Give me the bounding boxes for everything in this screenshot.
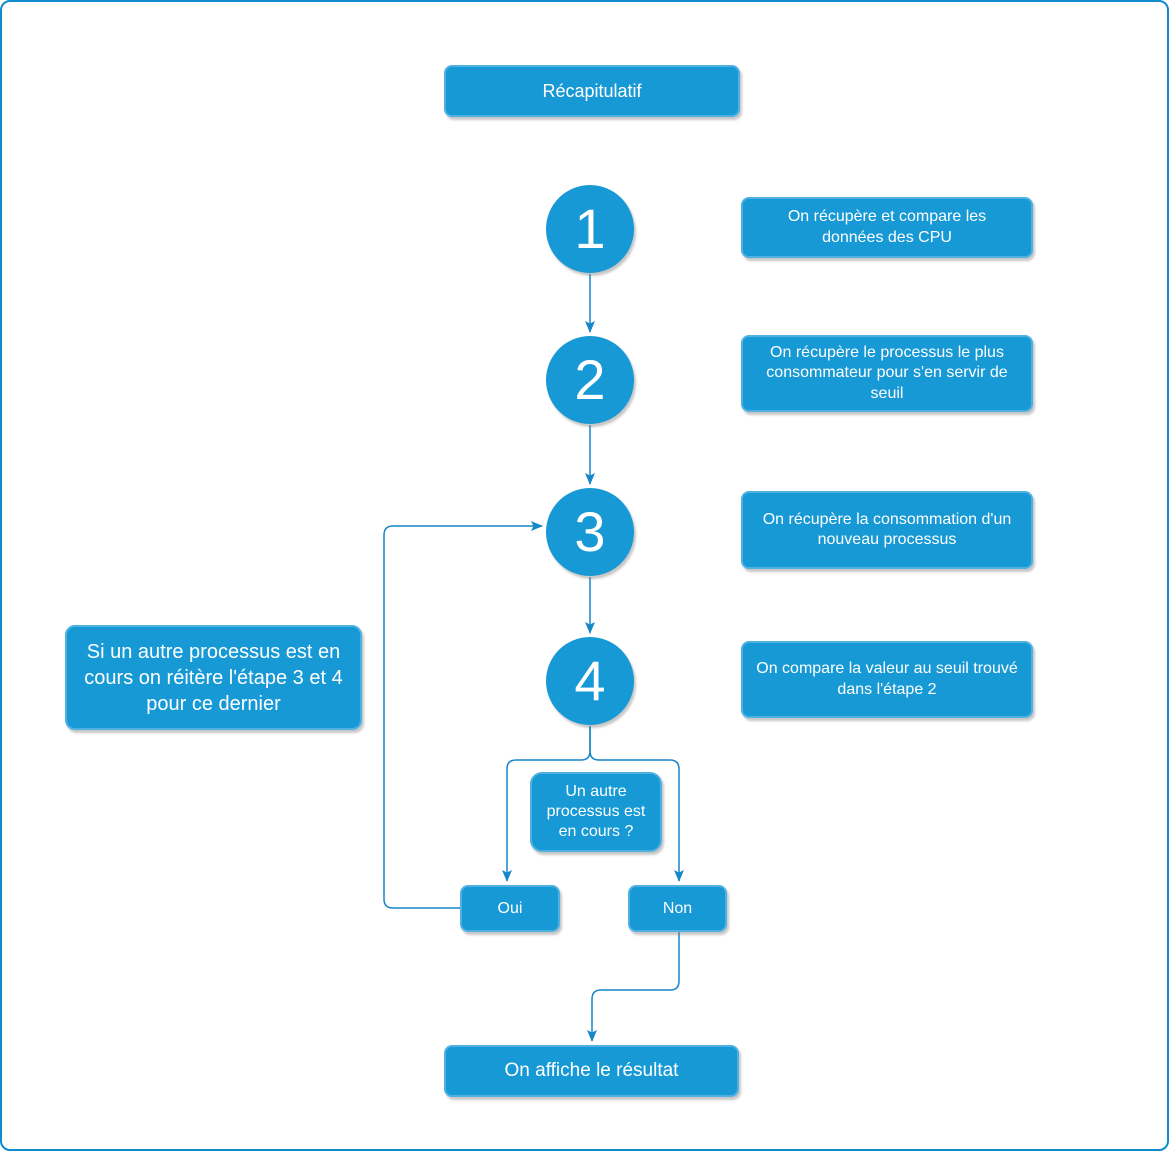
step-circle-2: 2 [546, 336, 634, 424]
step-circle-1: 1 [546, 185, 634, 273]
step-label-2: On récupère le processus le plus consomm… [741, 335, 1033, 412]
connector-no-result [587, 932, 680, 1042]
decision-box: Un autre processus est en cours ? [530, 772, 662, 852]
decision-no-box: Non [628, 885, 727, 932]
decision-yes-box: Oui [460, 885, 560, 932]
step-circle-4: 4 [546, 637, 634, 725]
step-label-3: On récupère la consommation d'un nouveau… [741, 491, 1033, 569]
result-node: On affiche le résultat [444, 1045, 739, 1097]
step-circle-3: 3 [546, 488, 634, 576]
connector-yes-loop-step3 [383, 521, 543, 909]
title-node: Récapitulatif [444, 65, 740, 117]
step-label-4: On compare la valeur au seuil trouvé dan… [741, 641, 1033, 718]
step-label-1: On récupère et compare les données des C… [741, 197, 1033, 258]
loop-note-box: Si un autre processus est en cours on ré… [65, 625, 362, 730]
